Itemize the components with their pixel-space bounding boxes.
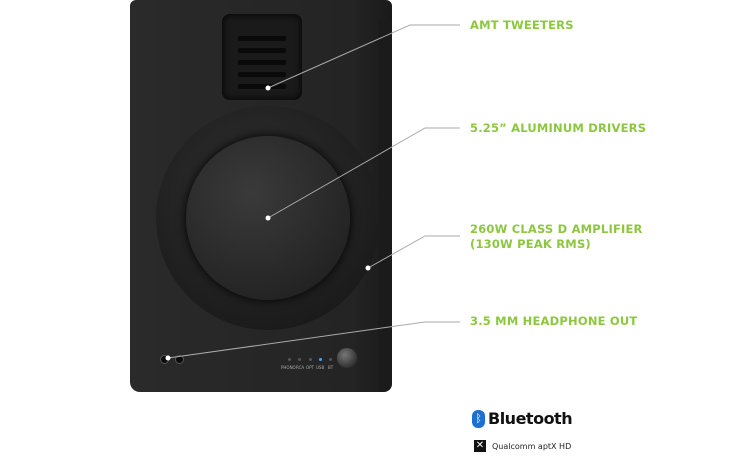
bluetooth-icon: ᛒ — [472, 409, 485, 428]
callout-amplifier-line2: (130W PEAK RMS) — [470, 237, 591, 251]
qualcomm-aptx-logo: ✕ Qualcomm aptX HD — [474, 440, 572, 452]
callout-aluminum-drivers: 5.25” ALUMINUM DRIVERS — [470, 121, 647, 135]
callout-headphone-out: 3.5 MM HEADPHONE OUT — [470, 314, 638, 328]
aux-jack — [175, 355, 184, 364]
led-usb — [319, 358, 322, 361]
input-label: USB — [316, 365, 325, 370]
callout-amplifier-line1: 260W CLASS D AMPLIFIER — [470, 222, 643, 236]
input-label: BT — [328, 365, 334, 370]
input-label: OPT — [306, 365, 315, 370]
aptx-icon: ✕ — [474, 440, 486, 452]
led-rca — [298, 358, 301, 361]
input-label: RCA — [296, 365, 305, 370]
led-bt — [329, 358, 332, 361]
led-opt — [309, 358, 312, 361]
volume-knob — [337, 348, 357, 368]
speaker-side — [378, 20, 392, 392]
led-phono — [288, 358, 291, 361]
callout-amplifier: 260W CLASS D AMPLIFIER (130W PEAK RMS) — [470, 222, 643, 252]
callout-amt-tweeters: AMT TWEETERS — [470, 18, 574, 32]
input-label: PHONO — [281, 365, 296, 370]
bluetooth-logo: ᛒ Bluetooth — [472, 409, 573, 428]
amt-tweeter — [222, 14, 302, 100]
